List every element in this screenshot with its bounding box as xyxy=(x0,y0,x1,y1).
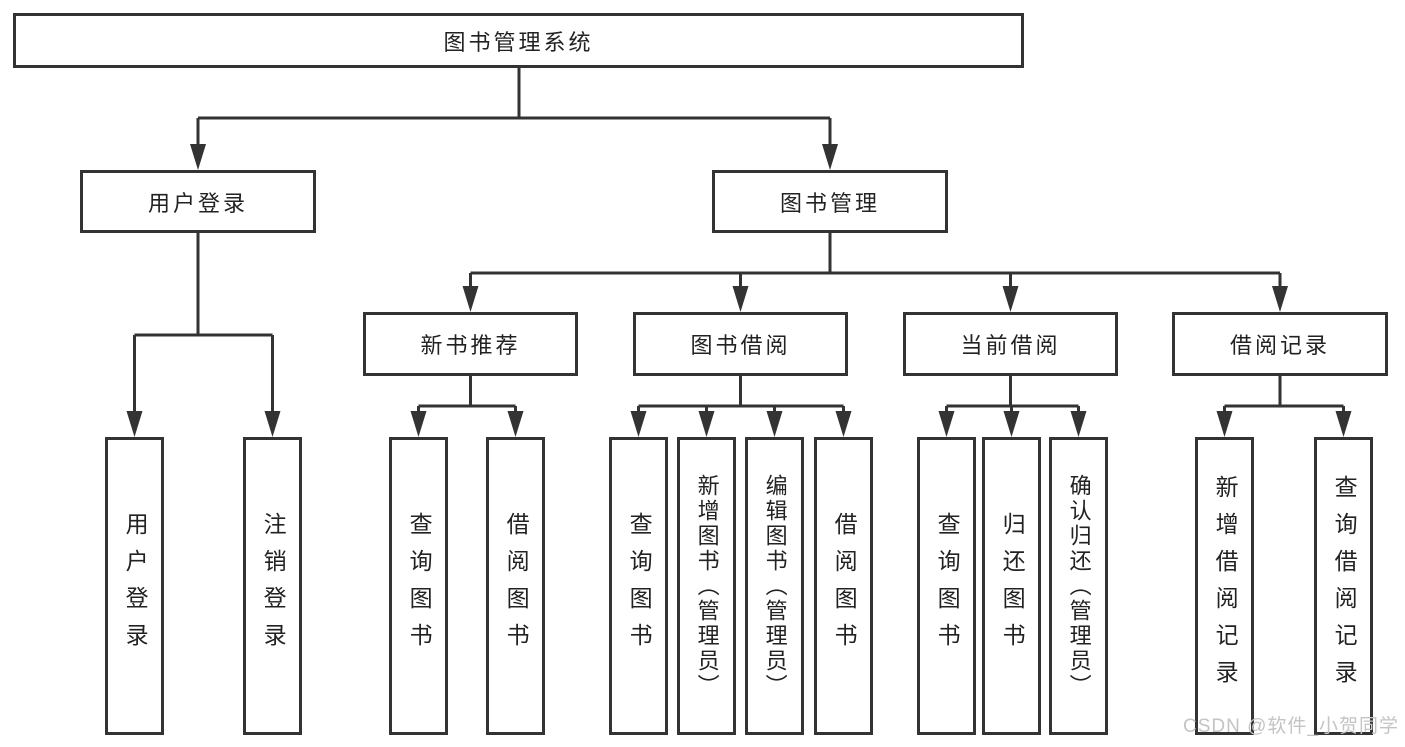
connector-book-borrow-group xyxy=(637,376,845,413)
leaf-query-books-borrow-label: 查询图书 xyxy=(626,512,653,660)
csdn-watermark: CSDN @软件_小贺同学 xyxy=(1183,716,1399,737)
leaf-add-borrow-record: 新增借阅记录 xyxy=(1195,437,1254,735)
leaf-query-borrow-record-label: 查询借阅记录 xyxy=(1331,475,1358,697)
node-book-management: 图书管理 xyxy=(712,170,948,233)
leaf-query-books-borrow: 查询图书 xyxy=(609,437,668,735)
leaf-add-borrow-record-label: 新增借阅记录 xyxy=(1212,475,1239,697)
leaf-query-books-current: 查询图书 xyxy=(917,437,976,735)
leaf-query-books-recommend-label: 查询图书 xyxy=(406,512,433,660)
node-book-borrowing-label: 图书借阅 xyxy=(690,333,791,358)
node-new-book-recommendation-label: 新书推荐 xyxy=(420,333,521,358)
leaf-user-login-label: 用户登录 xyxy=(122,512,149,660)
leaf-borrow-books-recommend-label: 借阅图书 xyxy=(503,512,530,660)
leaf-confirm-return-admin: 确认归还（管理员） xyxy=(1049,437,1108,735)
node-borrowing-records-label: 借阅记录 xyxy=(1229,333,1330,358)
leaf-user-login: 用户登录 xyxy=(105,437,164,735)
node-library-management-system: 图书管理系统 xyxy=(13,13,1024,68)
node-book-management-label: 图书管理 xyxy=(779,190,880,216)
connector-book-mgmt-to-level3 xyxy=(469,233,1282,288)
leaf-confirm-return-admin-label: 确认归还（管理员） xyxy=(1066,473,1092,699)
connector-user-login-to-leaves xyxy=(133,233,274,413)
leaf-borrow-books-recommend: 借阅图书 xyxy=(486,437,545,735)
leaf-logout-label: 注销登录 xyxy=(260,512,287,660)
node-borrowing-records: 借阅记录 xyxy=(1172,312,1388,376)
leaf-add-book-admin-label: 新增图书（管理员） xyxy=(694,473,720,699)
leaf-query-books-recommend: 查询图书 xyxy=(389,437,448,735)
node-user-login: 用户登录 xyxy=(80,170,316,233)
leaf-borrow-books-label: 借阅图书 xyxy=(831,512,858,660)
leaf-edit-book-admin: 编辑图书（管理员） xyxy=(745,437,804,735)
leaf-query-borrow-record: 查询借阅记录 xyxy=(1314,437,1373,735)
node-new-book-recommendation: 新书推荐 xyxy=(363,312,578,376)
node-current-borrowing: 当前借阅 xyxy=(903,312,1118,376)
node-book-borrowing: 图书借阅 xyxy=(633,312,848,376)
node-user-login-label: 用户登录 xyxy=(147,190,248,216)
leaf-edit-book-admin-label: 编辑图书（管理员） xyxy=(762,473,788,699)
node-current-borrowing-label: 当前借阅 xyxy=(960,333,1061,358)
leaf-return-book-label: 归还图书 xyxy=(999,512,1026,660)
connector-borrow-record-group xyxy=(1223,376,1345,413)
leaf-logout: 注销登录 xyxy=(243,437,302,735)
connector-new-book-group xyxy=(417,376,517,413)
leaf-return-book: 归还图书 xyxy=(982,437,1041,735)
connector-current-borrow-group xyxy=(945,376,1080,413)
connector-root-to-level2 xyxy=(196,67,832,146)
leaf-borrow-books: 借阅图书 xyxy=(814,437,873,735)
node-library-management-system-label: 图书管理系统 xyxy=(443,29,594,55)
leaf-query-books-current-label: 查询图书 xyxy=(934,512,961,660)
leaf-add-book-admin: 新增图书（管理员） xyxy=(677,437,736,735)
arrowheads xyxy=(126,144,1352,437)
